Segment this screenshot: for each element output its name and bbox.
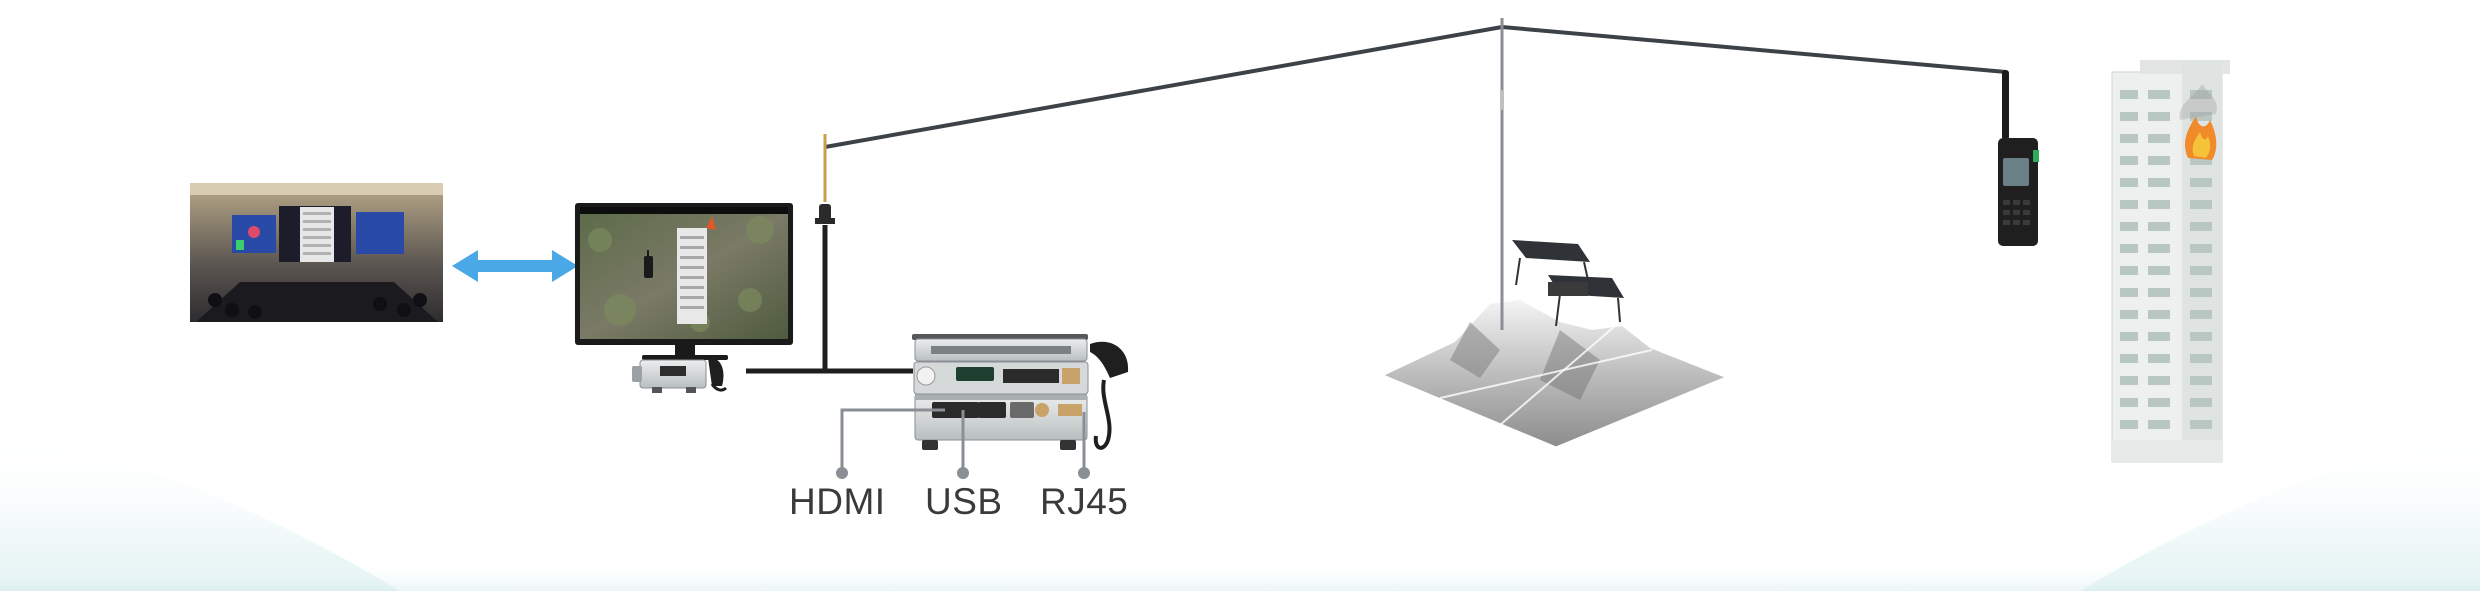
command-center-room-photo [190, 183, 443, 322]
rj45-port-label: RJ45 [1040, 481, 1129, 522]
base-station-antenna-icon [815, 134, 835, 224]
floor-background [0, 430, 2480, 591]
hdmi-port-label: HDMI [789, 481, 886, 522]
desktop-radio-icon [632, 357, 728, 393]
port-callout-dots [836, 467, 1090, 479]
usb-port-label: USB [925, 481, 1003, 522]
handheld-radio-icon [1998, 70, 2039, 246]
radio-link-repeater-to-handheld [1501, 25, 2007, 74]
hdmi-callout-line [840, 408, 945, 470]
base-station-unit-icon [912, 334, 1129, 450]
port-callout-lines [840, 408, 1086, 470]
radio-link-base-to-repeater [824, 25, 1503, 149]
building-fire-icon [2111, 60, 2230, 463]
radio-link-lines [824, 25, 2007, 149]
cable-link [746, 225, 913, 374]
bidirectional-arrow [452, 250, 578, 282]
mountain-repeater-icon [1382, 18, 1727, 450]
monitor-map-icon [575, 203, 793, 360]
